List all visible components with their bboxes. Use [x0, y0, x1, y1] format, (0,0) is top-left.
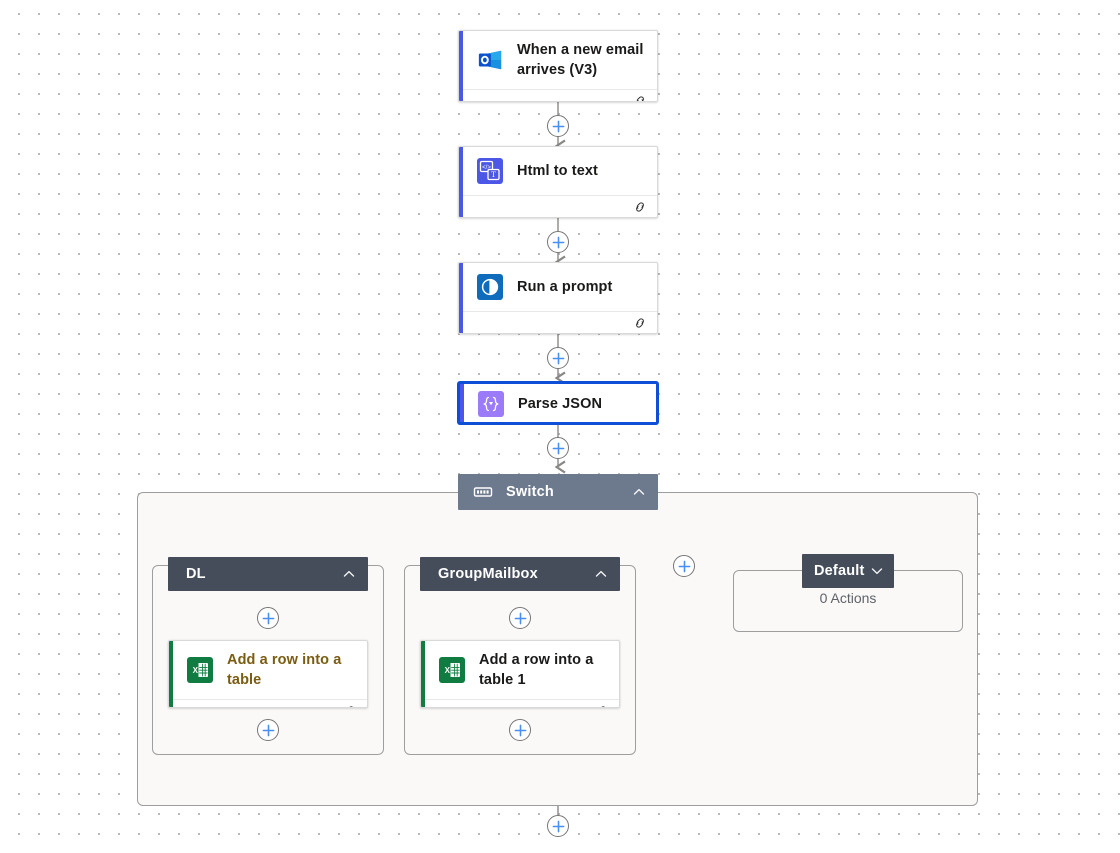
add-before-groupmailbox-action-button[interactable]: [509, 607, 531, 629]
card-accent-bar: [459, 147, 463, 217]
link-icon[interactable]: [633, 316, 647, 333]
card-accent-bar: [459, 31, 463, 101]
ai-prompt-icon: [477, 274, 503, 300]
action-card-add-a-row-into-a-table-1[interactable]: X Add a row into a table 1: [420, 640, 620, 708]
svg-text:X: X: [445, 666, 451, 675]
link-icon[interactable]: [595, 704, 609, 707]
action-card-title: Add a row into a table: [227, 652, 342, 688]
card-accent-bar: [169, 641, 173, 707]
svg-text:T: T: [491, 170, 496, 179]
action-card-title: Add a row into a table 1: [479, 652, 594, 688]
action-card-title: When a new email arrives (V3): [517, 42, 644, 78]
add-after-groupmailbox-action-button[interactable]: [509, 719, 531, 741]
card-footer: [459, 311, 657, 333]
svg-text:X: X: [193, 666, 199, 675]
switch-header[interactable]: Switch: [458, 474, 658, 510]
card-footer: [459, 195, 657, 217]
add-after-switch-button[interactable]: [547, 815, 569, 837]
action-card-add-a-row-into-a-table[interactable]: X Add a row into a table: [168, 640, 368, 708]
excel-icon: X: [187, 657, 213, 683]
add-after-html-to-text-button[interactable]: [547, 231, 569, 253]
action-card-run-a-prompt[interactable]: Run a prompt: [458, 262, 658, 334]
action-card-html-to-text[interactable]: </> T Html to text: [458, 146, 658, 218]
action-card-when-a-new-email-arrives[interactable]: When a new email arrives (V3): [458, 30, 658, 102]
case-header-default[interactable]: Default: [802, 554, 894, 588]
add-after-dl-action-button[interactable]: [257, 719, 279, 741]
card-footer: [459, 89, 657, 101]
case-label: DL: [186, 566, 206, 582]
card-accent-bar: [421, 641, 425, 707]
action-card-title: Run a prompt: [517, 279, 613, 295]
outlook-icon: [477, 47, 503, 73]
case-label: Default: [814, 563, 865, 579]
chevron-up-icon[interactable]: [632, 485, 646, 499]
add-after-trigger-button[interactable]: [547, 115, 569, 137]
card-accent-bar: [459, 263, 463, 333]
html-to-text-icon: </> T: [477, 158, 503, 184]
action-card-title: Html to text: [517, 163, 598, 179]
case-label: GroupMailbox: [438, 566, 538, 582]
add-after-run-a-prompt-button[interactable]: [547, 347, 569, 369]
chevron-down-icon[interactable]: [870, 564, 884, 578]
add-case-to-switch-button[interactable]: [673, 555, 695, 577]
case-empty-actions-label: 0 Actions: [819, 590, 877, 606]
add-after-parse-json-button[interactable]: [547, 437, 569, 459]
chevron-up-icon[interactable]: [342, 567, 356, 581]
parse-json-icon: [478, 391, 504, 417]
add-before-dl-action-button[interactable]: [257, 607, 279, 629]
switch-icon: [472, 481, 494, 503]
link-icon[interactable]: [343, 704, 357, 707]
link-icon[interactable]: [633, 200, 647, 217]
card-accent-bar: [460, 384, 464, 422]
card-footer: [169, 699, 367, 707]
card-footer: [421, 699, 619, 707]
excel-icon: X: [439, 657, 465, 683]
action-card-parse-json[interactable]: Parse JSON: [458, 382, 658, 424]
chevron-up-icon[interactable]: [594, 567, 608, 581]
case-header-groupmailbox[interactable]: GroupMailbox: [420, 557, 620, 591]
svg-text:</>: </>: [482, 165, 491, 171]
action-card-title: Parse JSON: [518, 396, 603, 412]
case-header-dl[interactable]: DL: [168, 557, 368, 591]
link-icon[interactable]: [633, 94, 647, 101]
switch-label: Switch: [506, 484, 554, 500]
